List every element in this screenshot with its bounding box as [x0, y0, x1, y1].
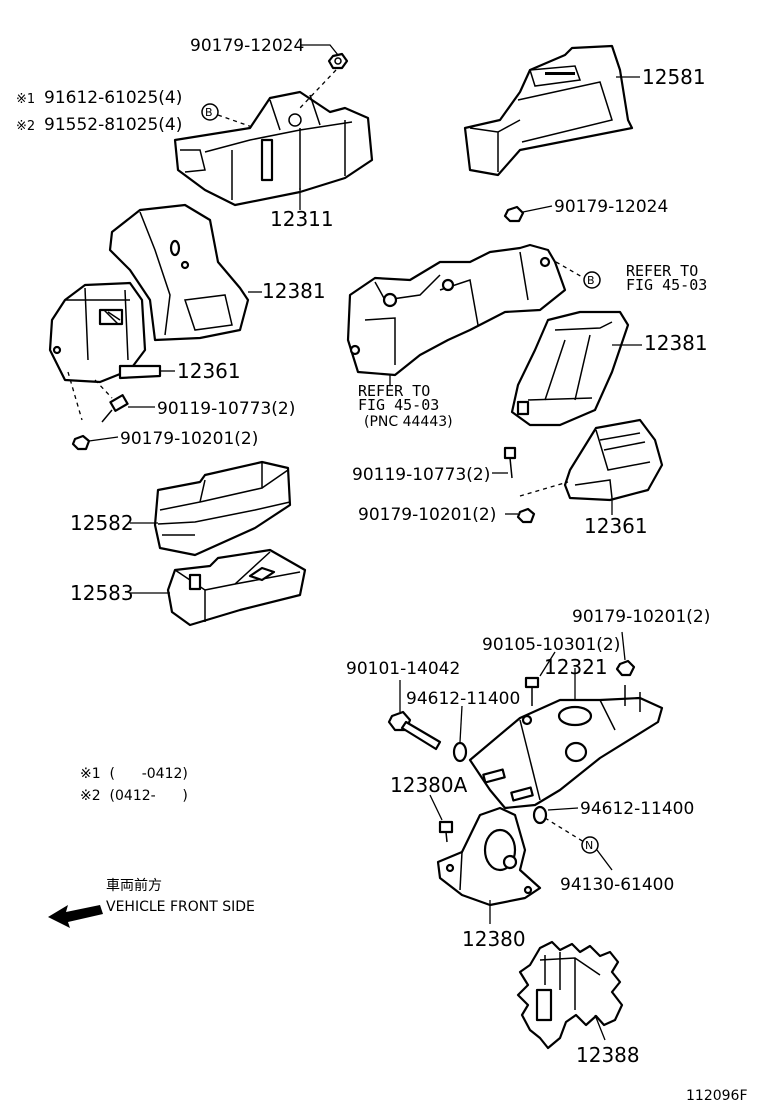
label-front-en: VEHICLE FRONT SIDE	[106, 899, 255, 915]
label-90179-12024-mid: 90179-12024	[554, 197, 668, 217]
label-12361-right: 12361	[584, 514, 648, 538]
bolt-12380A	[438, 820, 454, 843]
label-12321: 12321	[544, 655, 608, 679]
label-90119-10773-left: 90119-10773(2)	[157, 399, 295, 419]
bolt-marker-b-top: B	[201, 103, 219, 121]
mount-12361-left	[48, 281, 162, 384]
marker-b-label: B	[205, 106, 213, 119]
label-94612-11400-b: 94612-11400	[580, 799, 694, 819]
marker-b-right-label: B	[587, 274, 595, 287]
label-12581: 12581	[642, 65, 706, 89]
nut-marker-n: N	[581, 836, 599, 854]
bracket-12321	[468, 696, 664, 810]
vehicle-front-arrow	[48, 905, 103, 928]
insulator-12381-left	[108, 203, 250, 342]
engine-bracket-center	[346, 243, 567, 377]
nut-90179-10201-bottom	[615, 659, 636, 677]
label-refer-left-3: (PNC 44443)	[364, 414, 453, 430]
bolt-marker-b-right: B	[583, 271, 601, 289]
bolt-90119-10773-right	[503, 446, 517, 479]
note-range-2: ※2 (0412- )	[80, 788, 188, 804]
label-refer-left-1: REFER TO	[358, 382, 430, 400]
label-12381-right: 12381	[644, 331, 708, 355]
label-12583: 12583	[70, 581, 134, 605]
label-91552-81025: 91552-81025(4)	[44, 115, 182, 135]
cover-12581	[463, 44, 634, 177]
insulator-12381-right	[510, 310, 630, 427]
washer-94612-11400-b	[532, 805, 548, 825]
washer-94612-11400-a	[452, 741, 468, 763]
label-refer-right-1: REFER TO	[626, 262, 698, 280]
nut-90179-12024-mid	[503, 205, 525, 223]
bracket-12311	[173, 90, 374, 207]
label-94612-11400-a: 94612-11400	[406, 689, 520, 709]
nut-90179-12024-top	[327, 52, 349, 70]
label-12311: 12311	[270, 207, 334, 231]
label-12380A: 12380A	[390, 773, 468, 797]
mount-12361-right	[563, 418, 664, 502]
bolt-90105-10301	[524, 676, 540, 706]
bolt-90119-10773-left	[101, 394, 129, 423]
label-90179-10201-bottom: 90179-10201(2)	[572, 607, 710, 627]
label-12381-left: 12381	[262, 279, 326, 303]
label-90105-10301: 90105-10301(2)	[482, 635, 620, 655]
label-94130-61400: 94130-61400	[560, 875, 674, 895]
nut-90179-10201-left	[71, 434, 91, 451]
nut-90179-10201-right	[516, 507, 536, 524]
label-12582: 12582	[70, 511, 134, 535]
label-90101-14042: 90101-14042	[346, 659, 460, 679]
bolt-90101-14042	[387, 710, 442, 751]
label-90179-12024-top: 90179-12024	[190, 36, 304, 56]
note-range-1: ※1 ( -0412)	[80, 766, 188, 782]
label-12380: 12380	[462, 927, 526, 951]
label-90119-10773-right: 90119-10773(2)	[352, 465, 490, 485]
figure-id: 112096F	[686, 1088, 748, 1104]
cover-12583	[166, 548, 307, 627]
label-front-jp: 車両前方	[106, 877, 162, 894]
mount-12380	[436, 806, 542, 907]
cover-12582	[153, 460, 292, 557]
shield-12388	[516, 940, 624, 1050]
label-91612-61025: 91612-61025(4)	[44, 88, 182, 108]
label-mark2: ※2	[16, 119, 35, 134]
label-refer-right-2: FIG 45-03	[626, 276, 707, 294]
label-90179-10201-right: 90179-10201(2)	[358, 505, 496, 525]
marker-n-label: N	[585, 839, 593, 852]
label-12361-left: 12361	[177, 359, 241, 383]
label-refer-left-2: FIG 45-03	[358, 396, 439, 414]
label-mark1: ※1	[16, 92, 35, 107]
label-90179-10201-left: 90179-10201(2)	[120, 429, 258, 449]
label-12388: 12388	[576, 1043, 640, 1067]
